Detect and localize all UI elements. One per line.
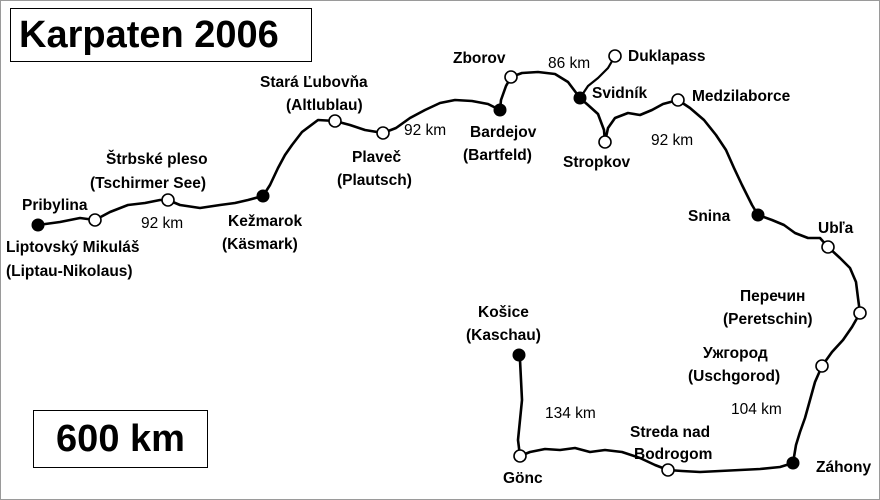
label-kezmarok-line1: Kežmarok [228, 213, 302, 230]
total-distance-box: 600 km [33, 410, 208, 468]
stop-kosice-major-marker [512, 348, 526, 362]
distance-svidnik-snina: 92 km [651, 132, 693, 149]
stop-plavec-marker [376, 126, 390, 140]
label-strbske-line2: (Tschirmer See) [90, 175, 206, 192]
stop-zborov-marker [504, 70, 518, 84]
label-medzilaborce: Medzilaborce [692, 88, 791, 105]
label-strbske-line1: Štrbské pleso [106, 150, 208, 168]
label-zborov: Zborov [453, 50, 506, 67]
distance-bardejov-svidnik: 86 km [548, 55, 590, 72]
stop-stara-marker [328, 114, 342, 128]
label-snina: Snina [688, 208, 731, 225]
label-pribylina: Pribylina [22, 197, 88, 214]
label-liptovsky-line2: (Liptau-Nikolaus) [6, 263, 133, 280]
stop-ubla-marker [821, 240, 835, 254]
label-liptovsky-line1: Liptovský Mikuláš [6, 239, 140, 256]
label-bardejov-line2: (Bartfeld) [463, 147, 532, 164]
stop-zahony-major-marker [786, 456, 800, 470]
label-stara-line2: (Altlublau) [286, 97, 363, 114]
label-ubla: Ubľa [818, 220, 854, 237]
stop-pribylina-marker [88, 213, 102, 227]
label-plavec-line2: (Plautsch) [337, 172, 412, 189]
stop-medzilaborce-marker [671, 93, 685, 107]
label-streda-line1: Streda nad [630, 424, 710, 441]
stop-stropkov-marker [598, 135, 612, 149]
label-kosice-line1: Košice [478, 304, 529, 321]
duklapass-branch [578, 54, 617, 100]
stop-gonc-marker [513, 449, 527, 463]
label-plavec-line1: Plaveč [352, 149, 402, 166]
label-uzhgorod-line1: Ужгород [703, 345, 768, 362]
label-svidnik: Svidník [592, 85, 648, 102]
label-zahony: Záhony [816, 459, 871, 476]
label-gonc: Gönc [503, 470, 543, 487]
stop-snina-major-marker [751, 208, 765, 222]
stop-streda-marker [661, 463, 675, 477]
label-uzhgorod-line2: (Uschgorod) [688, 368, 780, 385]
label-bardejov-line1: Bardejov [470, 124, 537, 141]
stop-bardejov-major-marker [493, 103, 507, 117]
stop-liptovsky-major-marker [31, 218, 45, 232]
label-perecin-line1: Перечин [740, 288, 805, 305]
stop-svidnik-major-marker [573, 91, 587, 105]
label-stropkov: Stropkov [563, 154, 631, 171]
city-labels: Liptovský Mikuláš (Liptau-Nikolaus) Prib… [6, 48, 871, 487]
map-title: Karpaten 2006 [10, 8, 312, 62]
label-perecin-line2: (Peretschin) [723, 311, 813, 328]
distance-pribylina-kezmarok: 92 km [141, 215, 183, 232]
label-duklapass: Duklapass [628, 48, 706, 65]
distance-kezmarok-bardejov: 92 km [404, 122, 446, 139]
label-kosice-line2: (Kaschau) [466, 327, 541, 344]
stop-kezmarok-major-marker [256, 189, 270, 203]
stop-strbske-marker [161, 193, 175, 207]
distance-zahony-kosice: 134 km [545, 405, 596, 422]
distance-snina-zahony: 104 km [731, 401, 782, 418]
stop-uzhgorod-marker [815, 359, 829, 373]
stop-duklapass-marker [608, 49, 622, 63]
label-kezmarok-line2: (Käsmark) [222, 236, 298, 253]
label-stara-line1: Stará Ľubovňa [260, 74, 368, 91]
stop-perecin-marker [853, 306, 867, 320]
label-streda-line2: Bodrogom [634, 446, 712, 463]
distance-labels: 92 km 92 km 86 km 92 km 104 km 134 km [141, 55, 782, 422]
stop-markers [31, 49, 867, 477]
